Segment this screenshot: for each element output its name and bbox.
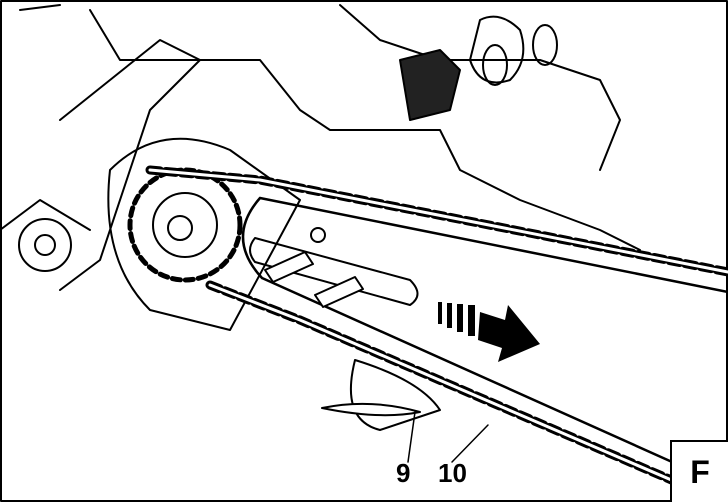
handguard <box>59 39 201 291</box>
chain-catcher <box>349 359 441 431</box>
right-arrow-icon <box>438 302 540 362</box>
sprocket <box>127 167 243 283</box>
housing-outline <box>19 4 641 251</box>
guide-bar <box>241 196 728 472</box>
leader-10 <box>451 424 489 463</box>
bolt <box>18 218 72 272</box>
callout-10: 10 <box>438 458 467 488</box>
callout-9: 9 <box>396 458 411 488</box>
leader-9 <box>407 411 416 463</box>
panel-letter: F <box>670 440 728 502</box>
bar-slot <box>249 237 419 306</box>
cover-plate <box>107 137 301 331</box>
studs <box>264 251 364 308</box>
chain-upper <box>145 165 728 277</box>
